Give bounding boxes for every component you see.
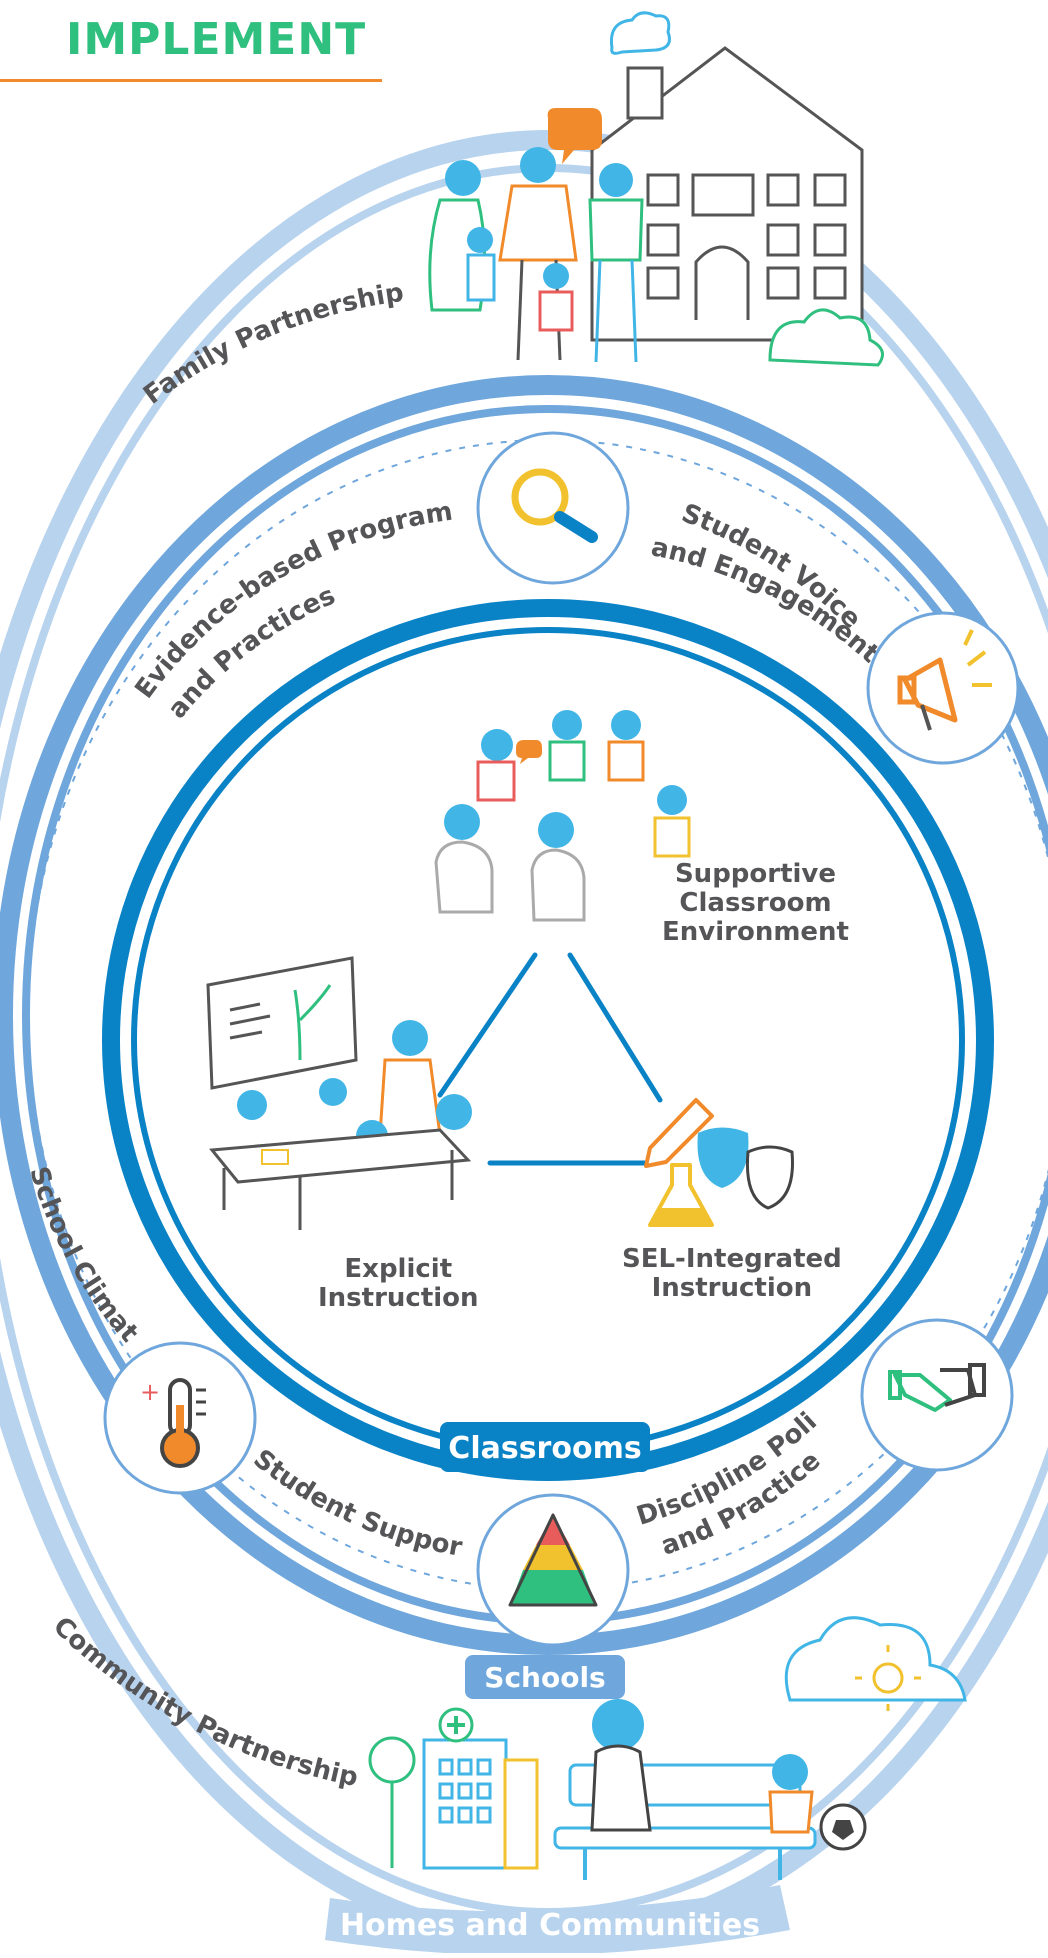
svg-text:+: + <box>140 1378 160 1406</box>
flask-icon <box>648 1163 714 1227</box>
student-discussion-icon <box>434 710 691 922</box>
thermometer-icon: + <box>103 1341 257 1495</box>
magnifier-icon <box>476 431 630 585</box>
family-icon <box>428 147 884 367</box>
page-title: IMPLEMENT <box>66 14 367 65</box>
classroom-triangle <box>437 952 663 1166</box>
supportive-classroom-label: Supportive Classroom Environment <box>662 859 849 948</box>
drama-masks-icon <box>697 1127 794 1210</box>
pyramid-icon <box>476 1493 630 1647</box>
house-icon <box>590 46 864 342</box>
sel-integrated-label: SEL-Integrated Instruction <box>622 1244 842 1304</box>
megaphone-icon <box>866 611 1020 765</box>
svg-text:Homes and Communities: Homes and Communities <box>340 1908 760 1943</box>
explicit-instruction-icon <box>206 956 472 1230</box>
svg-text:Classrooms: Classrooms <box>448 1431 641 1466</box>
bench-icon <box>553 1699 817 1880</box>
schools-pill: Schools <box>465 1655 625 1699</box>
handshake-icon <box>860 1318 1014 1472</box>
title-underline <box>0 79 382 82</box>
speech-bubble-icon <box>547 108 602 164</box>
explicit-instruction-label: Explicit Instruction <box>318 1254 479 1314</box>
cloud-icon <box>609 11 671 55</box>
hospital-icon <box>368 1707 539 1870</box>
svg-text:Schools: Schools <box>484 1661 605 1694</box>
sun-icon <box>784 1616 967 1711</box>
pencil-icon <box>644 1098 714 1168</box>
classrooms-pill: Classrooms <box>440 1422 650 1472</box>
soccer-ball-icon <box>819 1803 867 1851</box>
homes-pill: Homes and Communities <box>325 1885 790 1956</box>
